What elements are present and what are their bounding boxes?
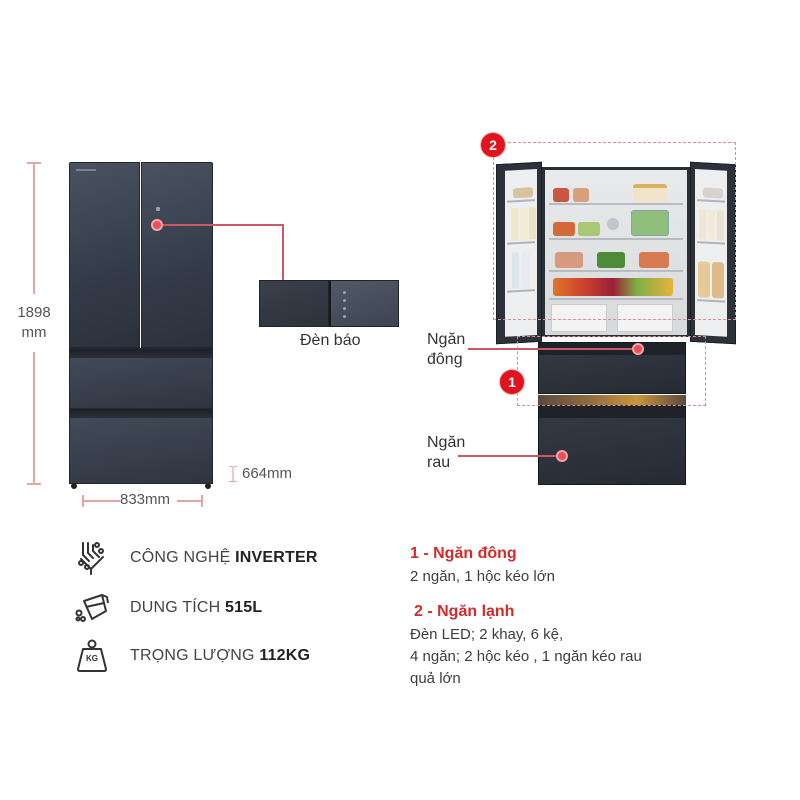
spec-weight: KG TRỌNG LƯỢNG 112KG	[72, 638, 310, 674]
freezer-callout-line	[468, 348, 634, 350]
feature-line: 2 ngăn, 1 hộc kéo lớn	[410, 568, 555, 585]
display-icon	[156, 207, 160, 211]
width-dim-cap-right	[201, 495, 203, 507]
feature-line: Đèn LED; 2 khay, 6 kệ,	[410, 626, 564, 643]
veg-hotspot[interactable]	[556, 450, 568, 462]
veg-label-line2: rau	[427, 454, 451, 471]
right-foot	[205, 483, 211, 489]
left-fridge-door	[69, 162, 140, 348]
feature-freezer-desc: 2 ngăn, 1 hộc kéo lớn	[410, 566, 555, 588]
spec-inverter-text: CÔNG NGHỆ INVERTER	[130, 549, 318, 567]
indicator-hotspot[interactable]	[151, 219, 163, 231]
height-value: 1898	[17, 304, 51, 321]
freezer-hotspot[interactable]	[632, 343, 644, 355]
height-dim-line-bottom	[33, 352, 35, 484]
spec-value: 112KG	[259, 647, 311, 664]
indicator-panel-closeup	[259, 280, 399, 327]
width-dim-line-right	[177, 500, 202, 502]
width-value: 833mm	[120, 491, 171, 508]
height-dim-bottom-cap	[27, 483, 41, 485]
indicator-light-label: Đèn báo	[300, 332, 361, 349]
fridge-open-interior	[496, 155, 736, 485]
width-dim-line-left	[82, 500, 120, 502]
spec-capacity-text: DUNG TÍCH 515L	[130, 599, 262, 617]
capacity-jug-icon	[72, 590, 112, 626]
zone-badge-2: 2	[481, 133, 505, 157]
width-dim-cap-left	[82, 495, 84, 507]
fridge-front-closed	[69, 162, 213, 489]
panel-left	[259, 280, 329, 327]
drawer-handle	[70, 409, 212, 418]
spec-label: DUNG TÍCH	[130, 599, 226, 616]
left-foot	[71, 483, 77, 489]
spec-label: TRỌNG LƯỢNG	[130, 647, 260, 664]
veg-callout-line	[458, 455, 558, 457]
upper-freezer-drawer	[69, 348, 213, 409]
drawer-handle	[70, 349, 212, 358]
weight-kg-icon: KG	[72, 638, 112, 674]
inverter-circuit-icon	[72, 540, 112, 576]
height-dim-line-top	[33, 162, 35, 294]
spec-label: CÔNG NGHỆ	[130, 549, 236, 566]
freezer-label-line2: đông	[427, 351, 463, 368]
feature-fridge-title: 2 - Ngăn lạnh	[414, 603, 515, 620]
lower-drawer	[69, 408, 213, 484]
spec-capacity: DUNG TÍCH 515L	[72, 590, 262, 626]
feature-fridge-desc: Đèn LED; 2 khay, 6 kệ, 4 ngăn; 2 hộc kéo…	[410, 624, 642, 690]
spec-value: 515L	[225, 599, 263, 616]
indicator-callout-line-h	[163, 224, 283, 226]
freezer-zone-outline	[517, 336, 706, 406]
right-fridge-door	[141, 162, 213, 348]
feature-line: 4 ngăn; 2 hộc kéo , 1 ngăn kéo rau	[410, 648, 642, 665]
fridge-cabinet-interior	[542, 167, 690, 337]
veg-label-line1: Ngăn	[427, 434, 466, 451]
spec-weight-text: TRỌNG LƯỢNG 112KG	[130, 647, 310, 665]
drawer-gap	[538, 395, 686, 405]
spec-inverter: CÔNG NGHỆ INVERTER	[72, 540, 318, 576]
spec-value: INVERTER	[235, 549, 318, 566]
panel-right	[329, 280, 399, 327]
feature-freezer-title: 1 - Ngăn đông	[410, 545, 517, 562]
fridge-zone-outline	[493, 142, 736, 320]
depth-value: 664mm	[242, 465, 293, 482]
height-unit: mm	[21, 324, 47, 341]
vegetable-drawer	[538, 405, 686, 485]
weight-icon-label: KG	[86, 654, 98, 663]
freezer-label-line1: Ngăn	[427, 331, 466, 348]
indicator-callout-line-v	[282, 224, 284, 281]
brand-logo	[76, 169, 96, 171]
zone-badge-1: 1	[500, 370, 524, 394]
depth-dim-marker	[229, 466, 237, 482]
feature-line: quả lớn	[410, 670, 461, 687]
